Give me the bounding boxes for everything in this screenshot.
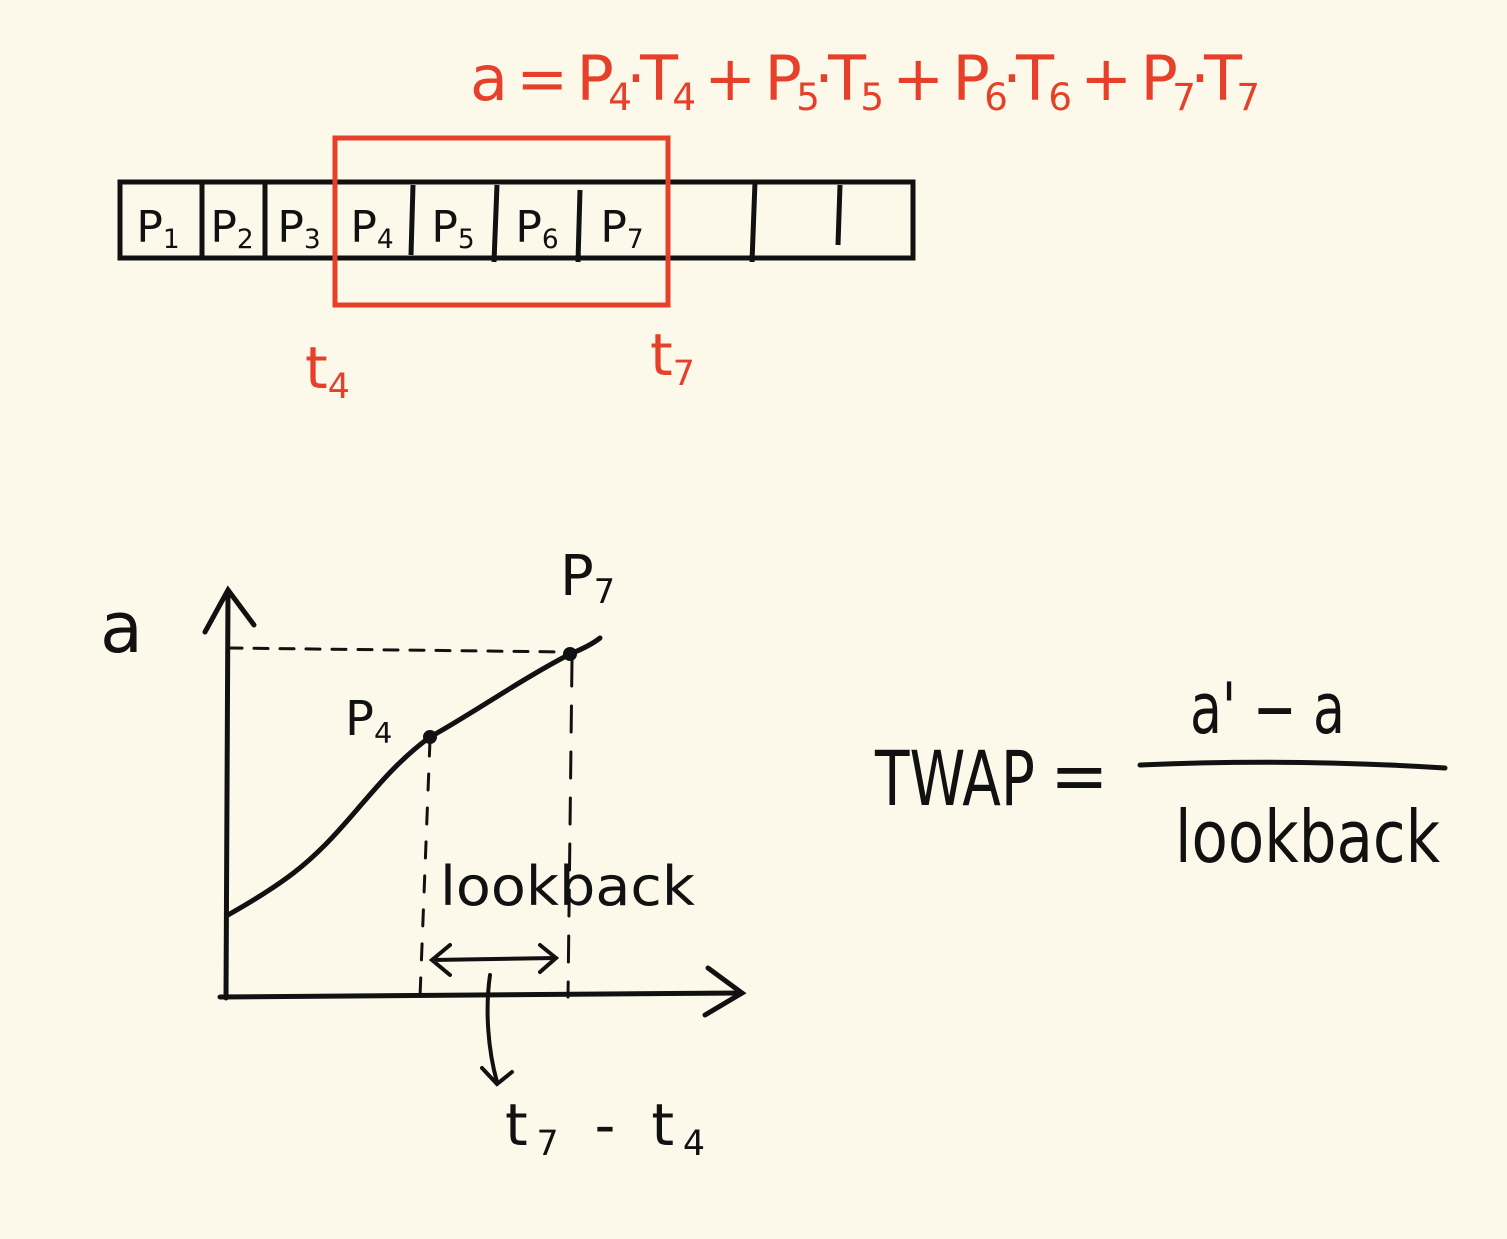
window-end-label: t7: [650, 321, 695, 394]
twap-label: TWAP: [874, 734, 1035, 823]
lookback-window: [332, 135, 671, 308]
twap-equals: =: [1050, 735, 1109, 817]
dashed-guide-end: [566, 658, 574, 999]
cell-divider: [749, 181, 758, 263]
cell-label: P6: [515, 202, 558, 255]
cell-label: P3: [277, 202, 320, 255]
lookback-double-arrow: [428, 943, 560, 977]
cell-label: P5: [431, 202, 474, 255]
y-axis: [223, 589, 231, 1001]
cell-divider: [575, 189, 583, 263]
twap-denominator: lookback: [1175, 795, 1440, 879]
array-cell-labels: P1 P2 P3 P4 P5 P6 P7: [136, 202, 643, 255]
cell-label: P7: [600, 202, 643, 255]
y-axis-arrowhead: [202, 585, 257, 635]
point-p7-label: P7: [560, 544, 615, 611]
y-axis-label: a: [100, 587, 143, 669]
x-axis-arrowhead: [702, 965, 747, 1018]
observation-array: [117, 179, 916, 263]
cell-divider: [491, 184, 500, 263]
cell-divider: [408, 184, 416, 256]
lookback-label: lookback: [440, 855, 696, 918]
point-p4-label: P4: [345, 691, 392, 750]
accumulator-graph: [202, 585, 747, 1087]
dashed-guide-start: [418, 738, 432, 999]
cell-label: P4: [350, 202, 393, 255]
cell-label: P1: [136, 202, 179, 255]
point-p4-dot: [423, 730, 437, 744]
accumulator-formula: a = P4·T4 + P5·T5 + P6·T6 + P7·T7: [470, 42, 1260, 125]
cell-label: P2: [210, 202, 253, 255]
dashed-guide-horizontal: [226, 646, 572, 654]
array-outline: [117, 179, 916, 261]
pointer-arrow: [480, 973, 514, 1087]
window-start-label: t4: [305, 334, 350, 407]
point-p7-dot: [563, 647, 577, 661]
twap-numerator: a' − a: [1190, 668, 1345, 750]
cell-divider: [835, 184, 843, 246]
x-axis: [217, 990, 743, 1000]
fraction-bar: [1137, 759, 1448, 771]
